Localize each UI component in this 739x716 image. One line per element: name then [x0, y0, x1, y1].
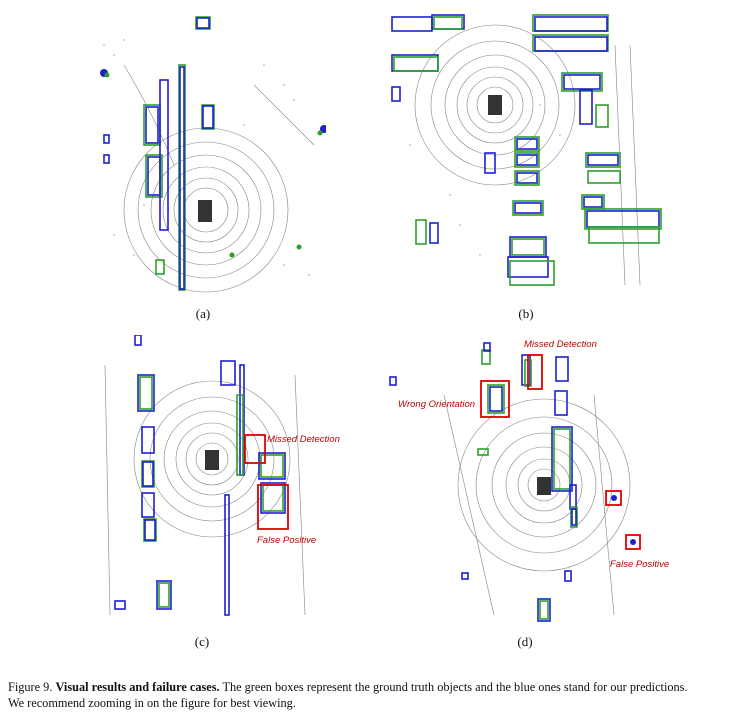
caption-text-line2: We recommend zooming in on the figure fo… — [8, 696, 296, 710]
gt-box — [178, 64, 186, 291]
wrong-orientation-highlight — [480, 380, 510, 418]
false-positive-label: False Positive — [610, 559, 669, 570]
ego-vehicle — [537, 477, 551, 495]
caption-prefix: Figure 9. — [8, 680, 53, 694]
missed-detection-highlight — [244, 434, 266, 464]
panel-a — [84, 5, 326, 297]
pred-box — [179, 66, 185, 290]
false-positive-highlight — [625, 534, 641, 550]
gt-box — [155, 259, 165, 275]
gt-box — [195, 16, 211, 30]
panel-c: Missed Detection False Positive — [95, 335, 340, 627]
ego-vehicle — [198, 200, 212, 222]
pred-marker — [320, 125, 326, 133]
pred-box — [147, 156, 161, 196]
missed-detection-label: Missed Detection — [267, 434, 340, 445]
panel-c-label: (c) — [194, 634, 210, 649]
panel-d: Missed Detection Wrong Orientation False… — [384, 335, 684, 627]
panel-a-label: (a) — [195, 306, 211, 321]
gt-box — [145, 154, 163, 198]
panel-c-lidar-view: Missed Detection False Positive — [104, 335, 340, 616]
panel-d-lidar-view: Missed Detection Wrong Orientation False… — [389, 339, 669, 622]
panel-b-label: (b) — [518, 306, 534, 321]
pred-box — [103, 154, 110, 164]
panel-b — [390, 5, 665, 297]
false-positive-highlight — [257, 484, 289, 530]
missed-detection-highlight — [527, 354, 543, 390]
gt-box — [201, 104, 215, 130]
panel-d-label: (d) — [517, 634, 533, 649]
ego-vehicle — [205, 450, 219, 470]
pred-box — [196, 17, 210, 29]
panel-b-lidar-view — [391, 14, 662, 286]
pred-marker — [630, 539, 636, 545]
pred-box — [103, 134, 110, 144]
caption-title: Visual results and failure cases. — [55, 680, 220, 694]
figure-caption: Figure 9. Visual results and failure cas… — [8, 679, 736, 711]
missed-detection-label: Missed Detection — [524, 339, 597, 350]
pred-box — [159, 79, 169, 231]
ego-vehicle — [488, 95, 502, 115]
caption-text-line1: The green boxes represent the ground tru… — [222, 680, 688, 694]
panel-a-lidar-view — [100, 16, 326, 293]
wrong-orientation-label: Wrong Orientation — [398, 399, 475, 410]
pred-box — [202, 105, 214, 129]
false-positive-highlight — [605, 490, 622, 506]
pred-box — [145, 106, 159, 144]
pred-marker — [611, 495, 617, 501]
false-positive-label: False Positive — [257, 535, 316, 546]
